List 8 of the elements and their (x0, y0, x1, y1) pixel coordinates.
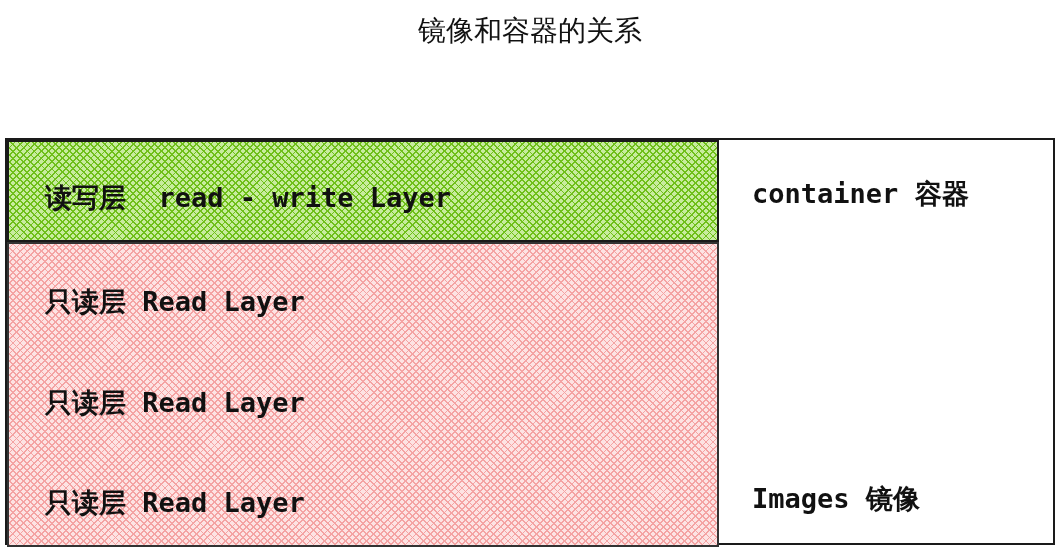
layer-label: Images 镜像 (752, 485, 920, 512)
layer-label: 只读层 Read Layer (45, 288, 305, 315)
diagram-title: 镜像和容器的关系 (417, 13, 643, 49)
layer-label: 只读层 Read Layer (45, 489, 305, 516)
container-box (5, 138, 1055, 545)
layer-label: container 容器 (752, 180, 969, 207)
read-only-layers-band (7, 242, 719, 547)
layer-label: 只读层 Read Layer (45, 389, 305, 416)
